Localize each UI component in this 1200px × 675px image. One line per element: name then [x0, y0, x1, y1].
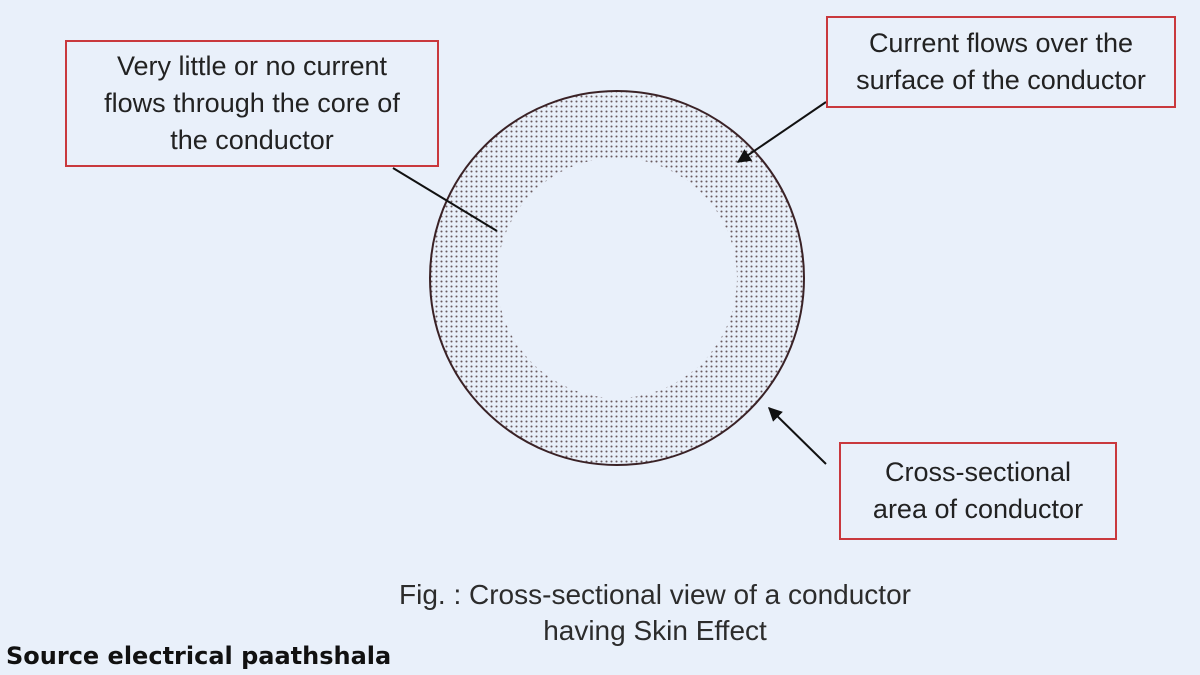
source-credit: Source electrical paathshala	[6, 642, 392, 670]
core-label-line: the conductor	[170, 125, 334, 156]
core-label-line: Very little or no current	[116, 50, 388, 81]
core-pointer-line	[392, 167, 498, 232]
figure-caption: Fig. : Cross-sectional view of a conduct…	[300, 577, 1010, 650]
surface-pointer-arrow	[736, 101, 827, 163]
surface-label-line: Current flows over the	[868, 27, 1134, 58]
area-label-line: Cross-sectional	[884, 456, 1072, 487]
conductor-outline	[429, 90, 805, 466]
caption-line: having Skin Effect	[543, 615, 767, 647]
caption-line: Fig. : Cross-sectional view of a conduct…	[399, 579, 911, 610]
core-label-line: flows through the core of	[104, 87, 400, 118]
surface-label-line: surface of the conductor	[856, 65, 1146, 95]
area-pointer-arrow	[768, 407, 827, 465]
core-current-label: Very little or no current flows through …	[65, 40, 439, 167]
area-label-line: area of conductor	[872, 494, 1084, 524]
cross-section-area-label: Cross-sectional area of conductor	[839, 442, 1117, 540]
surface-current-label: Current flows over the surface of the co…	[826, 16, 1176, 108]
